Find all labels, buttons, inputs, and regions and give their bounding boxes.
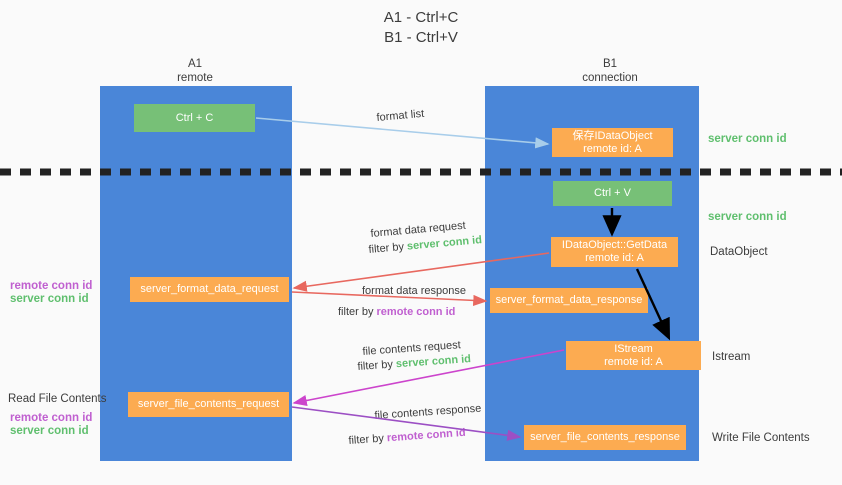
page-title: A1 - Ctrl+C B1 - Ctrl+V bbox=[0, 8, 842, 48]
box-server-format-data-response[interactable]: server_format_data_response bbox=[490, 288, 648, 313]
box-getdata[interactable]: IDataObject::GetData remote id: A bbox=[551, 237, 678, 267]
right-label-dataobject: DataObject bbox=[710, 246, 768, 258]
left-label-server-conn-id-2: server conn id bbox=[10, 425, 89, 437]
title-line-1: A1 - Ctrl+C bbox=[383, 9, 459, 26]
filter-value-server-conn-id: server conn id bbox=[395, 353, 472, 371]
right-label-istream: Istream bbox=[712, 351, 751, 363]
box-server-file-contents-request[interactable]: server_file_contents_request bbox=[128, 392, 289, 417]
filter-value-remote-conn-id: remote conn id bbox=[386, 426, 466, 445]
left-label-read-file-contents: Read File Contents bbox=[8, 393, 107, 405]
column-header-a1: A1 remote bbox=[130, 57, 260, 85]
filter-value-remote-conn-id: remote conn id bbox=[376, 306, 456, 318]
mid-label-format-data-response: format data response bbox=[362, 285, 466, 297]
left-label-remote-conn-id-2: remote conn id bbox=[10, 412, 93, 424]
box-server-file-contents-response[interactable]: server_file_contents_response bbox=[524, 425, 686, 450]
title-line-2: B1 - Ctrl+V bbox=[384, 29, 458, 46]
box-istream[interactable]: IStream remote id: A bbox=[566, 341, 701, 370]
column-a1-name: A1 bbox=[187, 58, 203, 70]
filter-prefix: filter by bbox=[368, 240, 408, 256]
box-ctrl-v[interactable]: Ctrl + V bbox=[553, 181, 672, 206]
filter-prefix: filter by bbox=[357, 358, 397, 373]
column-b1-name: B1 bbox=[602, 58, 618, 70]
left-label-remote-conn-id-1: remote conn id bbox=[10, 280, 93, 292]
mid-label-format-data-response-filter: filter by remote conn id bbox=[338, 305, 455, 319]
box-server-format-data-request[interactable]: server_format_data_request bbox=[130, 277, 289, 302]
mid-label-format-list: format list bbox=[376, 107, 425, 124]
filter-prefix: filter by bbox=[348, 432, 388, 447]
box-save-dataobject[interactable]: 保存IDataObject remote id: A bbox=[552, 128, 673, 157]
column-header-b1: B1 connection bbox=[545, 57, 675, 85]
filter-prefix: filter by bbox=[338, 306, 377, 318]
right-label-write-file-contents: Write File Contents bbox=[712, 432, 810, 444]
right-label-server-conn-id-2: server conn id bbox=[708, 211, 787, 223]
mid-label-file-contents-response: file contents response bbox=[374, 402, 482, 422]
column-a1-sub: remote bbox=[177, 72, 213, 84]
left-label-server-conn-id-1: server conn id bbox=[10, 293, 89, 305]
mid-label-file-contents-response-filter: filter by remote conn id bbox=[348, 426, 466, 448]
column-b1-sub: connection bbox=[582, 72, 638, 84]
right-label-server-conn-id-1: server conn id bbox=[708, 133, 787, 145]
box-ctrl-c[interactable]: Ctrl + C bbox=[134, 104, 255, 132]
